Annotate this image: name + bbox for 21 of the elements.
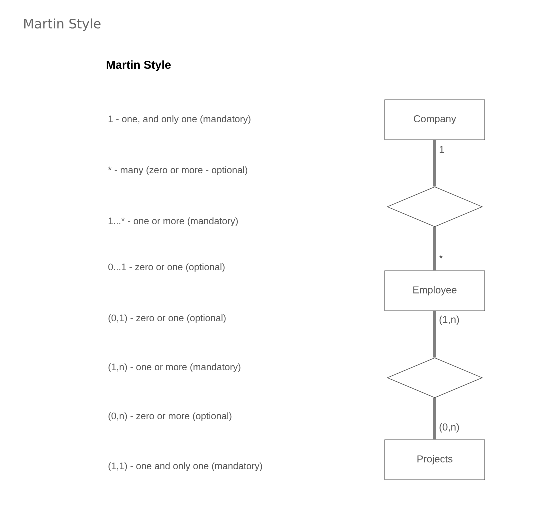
connector-line [434,140,436,187]
cardinality-label: (1,n) [440,316,460,326]
connector-line [434,311,436,358]
notation-text: 1...* - one or more (mandatory) [108,218,238,226]
entity-box: Projects [384,440,486,480]
entity-box: Company [384,100,486,140]
connector-line [434,227,436,271]
cardinality-label: (0,n) [440,423,460,433]
entity-box: Employee [384,270,486,312]
notation-text: (0,n) - zero or more (optional) [108,412,232,422]
notation-text: (0,1) - zero or one (optional) [108,314,226,324]
notation-text: 0...1 - zero or one (optional) [108,264,225,272]
notation-text: * - many (zero or more - optional) [108,166,248,176]
page-heading: Martin Style [24,18,101,32]
section-heading: Martin Style [106,60,171,72]
notation-text: 1 - one, and only one (mandatory) [108,116,251,124]
cardinality-label: * [439,255,443,259]
notation-text: (1,1) - one and only one (mandatory) [108,462,262,472]
notation-text: (1,n) - one or more (mandatory) [108,364,241,372]
connector-line [434,398,436,440]
cardinality-label: 1 [440,146,444,154]
